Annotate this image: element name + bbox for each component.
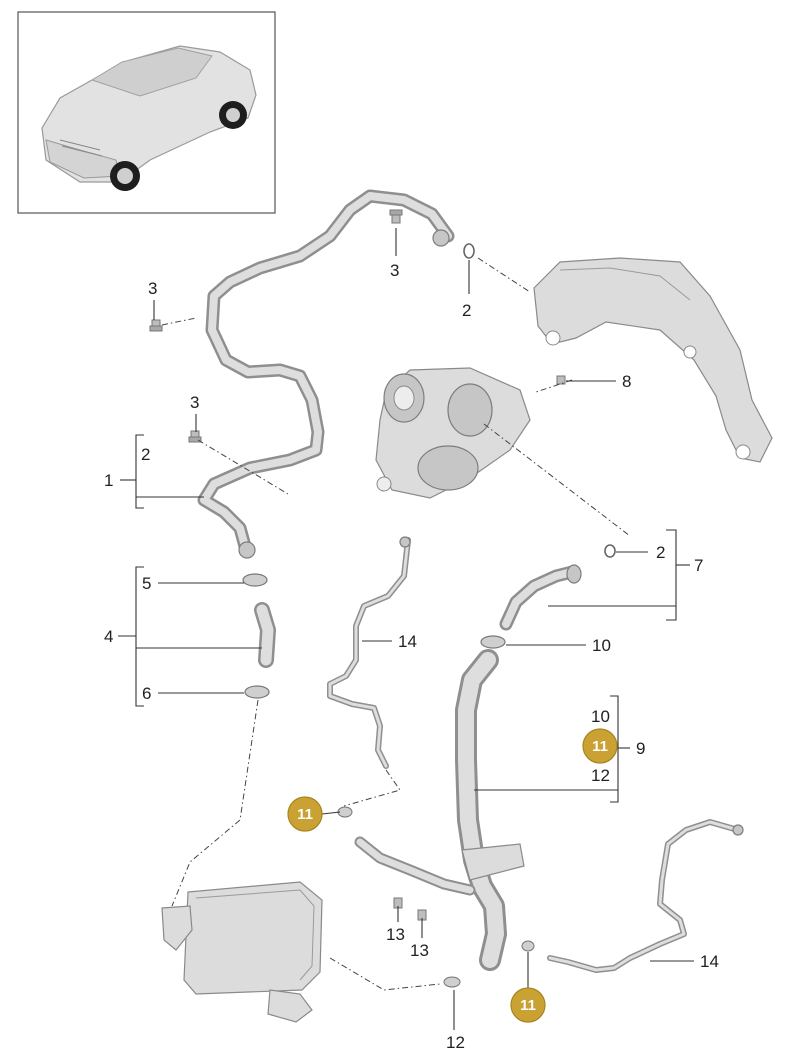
oil-cooler bbox=[161, 881, 323, 1023]
callout-5: 5 bbox=[142, 574, 151, 593]
coolant-pipe-7 bbox=[499, 564, 582, 631]
callout-3-top: 3 bbox=[390, 261, 399, 280]
assembly-lines bbox=[161, 257, 631, 991]
hose-clamp-11-right bbox=[521, 940, 535, 952]
callout-14-lower: 14 bbox=[700, 952, 719, 971]
callout-3-mid: 3 bbox=[190, 393, 199, 412]
bolt-left bbox=[149, 319, 163, 332]
vehicle-thumbnail bbox=[17, 11, 276, 214]
callout-12-bottom: 12 bbox=[446, 1033, 465, 1052]
highlight-callout-11-bottom: 11 bbox=[510, 987, 546, 1023]
leader-lines bbox=[118, 228, 694, 1030]
callout-labels: 3 2 3 3 2 1 5 4 6 8 2 7 10 14 10 9 12 13… bbox=[104, 261, 719, 1052]
bolt-top bbox=[389, 209, 403, 224]
hose-clamp-12 bbox=[443, 976, 461, 988]
bolt-right bbox=[556, 375, 566, 385]
coolant-line-14-upper bbox=[327, 536, 411, 769]
callout-10: 10 bbox=[592, 636, 611, 655]
o-ring-top bbox=[463, 243, 475, 259]
callout-12-bracket9: 12 bbox=[591, 766, 610, 785]
coolant-pipe-1 bbox=[197, 189, 455, 559]
highlight-label: 11 bbox=[592, 738, 608, 755]
callout-3-left: 3 bbox=[148, 279, 157, 298]
hose-clamp-6 bbox=[244, 685, 270, 699]
turbocharger-assembly bbox=[375, 367, 531, 499]
callout-14-upper: 14 bbox=[398, 632, 417, 651]
hose-clamp-5 bbox=[242, 573, 268, 587]
callout-13-a: 13 bbox=[386, 925, 405, 944]
o-ring-7 bbox=[604, 544, 616, 558]
hose-clamp-11-left bbox=[337, 806, 353, 818]
coolant-hose-9 bbox=[455, 649, 525, 971]
callout-9: 9 bbox=[636, 739, 645, 758]
hose-clamp-10 bbox=[480, 635, 506, 649]
bolt-mid bbox=[188, 430, 202, 443]
highlight-label: 11 bbox=[520, 997, 536, 1014]
callout-2-bracket7: 2 bbox=[656, 543, 665, 562]
highlight-callout-11-left: 11 bbox=[287, 796, 323, 832]
coolant-line-14-lower bbox=[547, 819, 744, 973]
callout-7: 7 bbox=[694, 556, 703, 575]
callout-10-bracket9: 10 bbox=[591, 707, 610, 726]
callout-2-top: 2 bbox=[462, 301, 471, 320]
callout-1: 1 bbox=[104, 471, 113, 490]
callout-13-b: 13 bbox=[410, 941, 429, 960]
callout-4: 4 bbox=[104, 627, 113, 646]
coolant-manifold bbox=[533, 257, 773, 463]
callout-8: 8 bbox=[622, 372, 631, 391]
highlight-label: 11 bbox=[297, 806, 313, 823]
coolant-pipe-lower bbox=[354, 836, 476, 896]
coolant-hose-4 bbox=[254, 602, 276, 668]
highlight-callout-11-bracket9: 11 bbox=[582, 728, 618, 764]
callout-2-bracket1: 2 bbox=[141, 445, 150, 464]
callout-6: 6 bbox=[142, 684, 151, 703]
